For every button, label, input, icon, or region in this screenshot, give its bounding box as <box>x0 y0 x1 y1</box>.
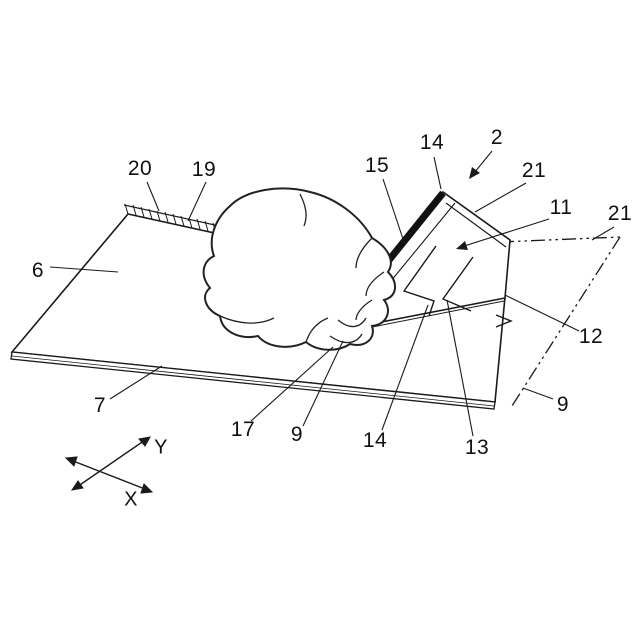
fold-direction-chevron <box>495 314 513 328</box>
ref-label-15: 15 <box>364 154 390 177</box>
leader-line-17 <box>250 346 334 422</box>
leader-arrowhead-11 <box>456 241 468 250</box>
leader-line-19 <box>187 181 207 222</box>
hand-outline <box>202 187 396 351</box>
ref-label-14-bottom: 14 <box>362 429 388 452</box>
leader-line-20 <box>146 181 160 212</box>
phantom-right-edge <box>511 236 621 407</box>
leader-arrowhead-2 <box>469 167 480 179</box>
axis-x-arrowhead-tail <box>64 456 78 467</box>
leader-line-13 <box>446 299 474 437</box>
sheet-laminate-line <box>11 355 495 407</box>
axis-y-arrowhead-tip <box>138 436 151 447</box>
ref-label-9-right: 9 <box>556 393 570 416</box>
cut-line-chevrons <box>402 245 474 317</box>
leader-line-7 <box>109 365 163 400</box>
ref-label-9-center: 9 <box>290 423 304 446</box>
tab-dark-edge <box>378 190 446 273</box>
phantom-top-edge <box>499 236 621 243</box>
leader-line-11 <box>457 218 550 249</box>
ref-label-7: 7 <box>93 394 107 417</box>
ref-label-14-top: 14 <box>419 131 445 154</box>
axis-indicator <box>64 436 154 494</box>
ref-label-21-left: 21 <box>521 159 547 182</box>
tab-inner-ply-top <box>445 202 507 248</box>
hand-finger-creases <box>219 193 385 343</box>
axis-x-arrowhead-tip <box>140 483 154 494</box>
leader-line-21-right <box>591 226 615 241</box>
ref-label-19: 19 <box>191 158 217 181</box>
leader-lines <box>49 150 615 437</box>
ref-label-20: 20 <box>127 157 153 180</box>
axis-y-label: Y <box>154 436 168 459</box>
hand-grip-lines <box>329 317 367 344</box>
leader-line-9-center <box>302 340 344 427</box>
leader-line-14-top <box>433 156 442 190</box>
leader-line-21-left <box>474 182 527 213</box>
leader-line-14-bottom <box>381 304 429 431</box>
sheet-front-edge-thickness <box>10 351 496 410</box>
ref-label-12: 12 <box>578 325 604 348</box>
axis-x-label: X <box>124 488 138 511</box>
ref-label-11: 11 <box>549 196 573 219</box>
leader-line-12 <box>504 294 580 332</box>
leader-line-9-right <box>522 387 554 400</box>
ref-label-21-right: 21 <box>607 202 633 225</box>
leader-line-15 <box>382 178 406 246</box>
axis-x-line <box>67 458 151 492</box>
ref-label-2: 2 <box>490 126 504 149</box>
ref-label-6: 6 <box>31 259 45 282</box>
axis-y-line <box>73 437 149 490</box>
axis-y-arrowhead-tail <box>70 480 84 491</box>
hand-illustration <box>202 187 396 351</box>
phantom-outline <box>499 236 621 407</box>
ref-label-17: 17 <box>230 418 256 441</box>
ref-label-13: 13 <box>464 436 490 459</box>
leader-line-6 <box>49 266 119 273</box>
